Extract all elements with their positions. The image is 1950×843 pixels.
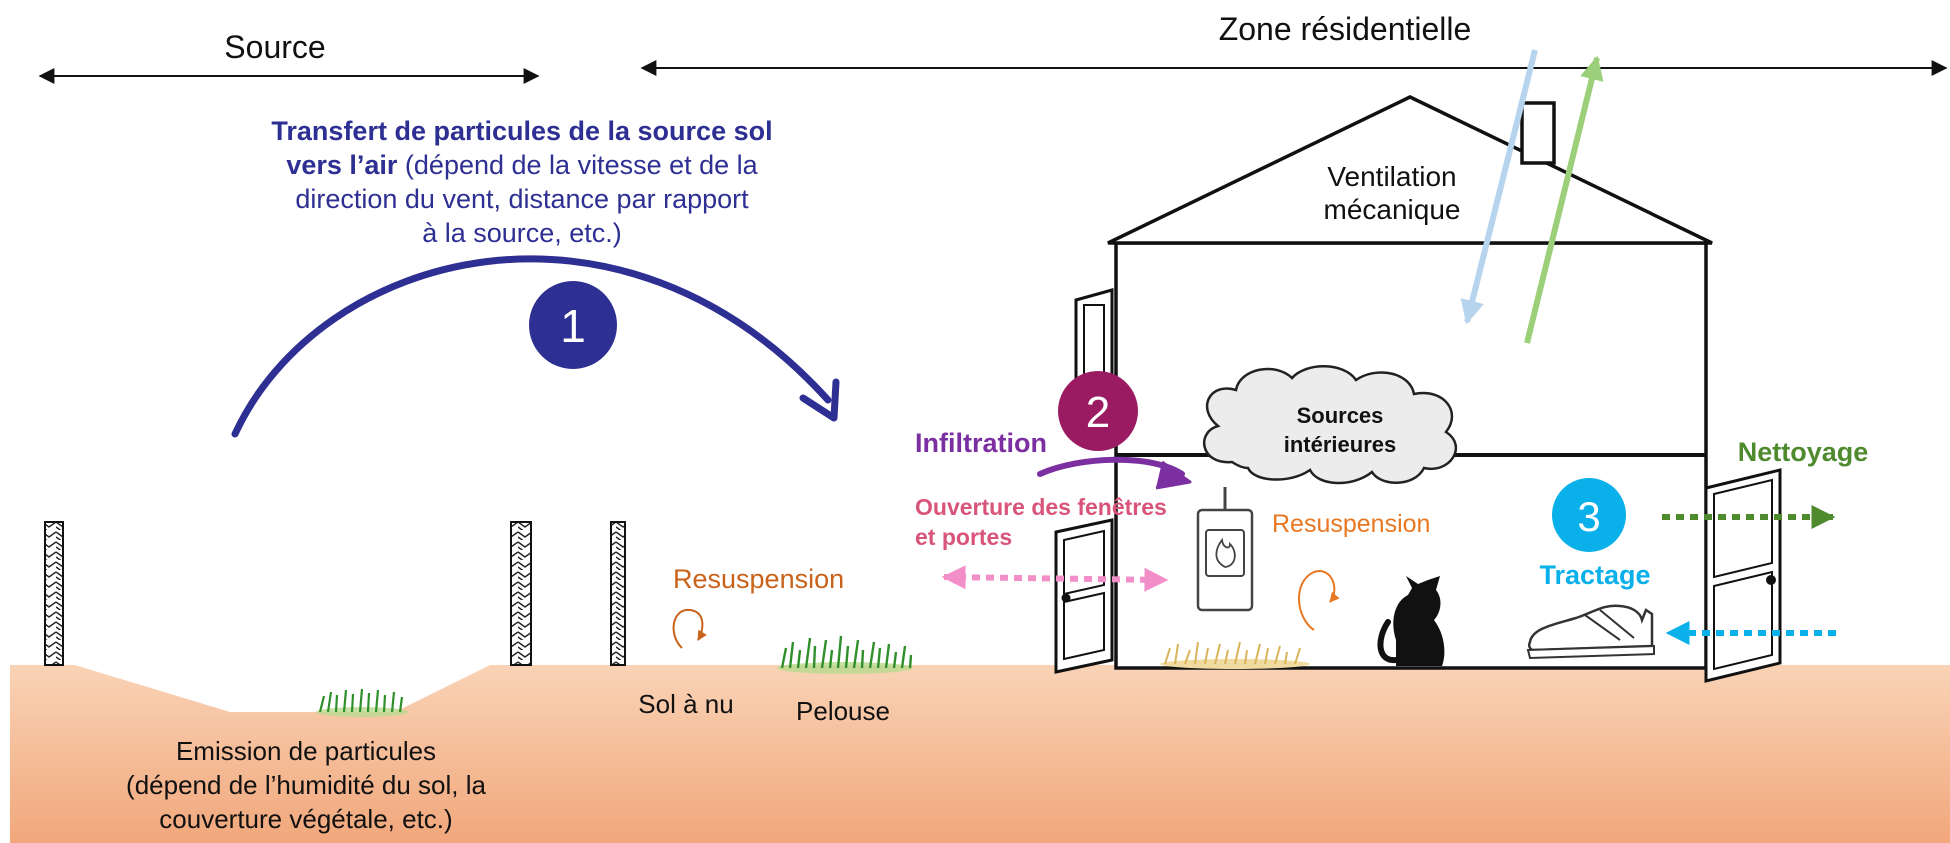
emission-line-1: Emission de particules: [176, 736, 436, 766]
ventilation-label-1: Ventilation: [1327, 161, 1456, 192]
indoor-sources-label-1: Sources: [1297, 403, 1384, 428]
residential-zone-label: Zone résidentielle: [1219, 11, 1472, 47]
fence-post-icon: [510, 521, 532, 666]
indoor-resuspension-label: Resuspension: [1272, 510, 1430, 538]
infiltration-label: Infiltration: [915, 428, 1047, 458]
pathway-1-badge: [529, 281, 617, 369]
emission-line-2: (dépend de l’humidité du sol, la: [126, 770, 486, 800]
dry-grass-icon: [1160, 641, 1310, 669]
ventilation-in-arrow: [1460, 49, 1538, 325]
resuspension-swirl-icon: [672, 608, 707, 649]
bare-soil-label: Sol à nu: [638, 689, 733, 719]
tracking-label: Tractage: [1539, 560, 1650, 590]
openings-label-2: et portes: [915, 524, 1012, 550]
ventilation-out-arrow: [1524, 55, 1604, 344]
soil-ground: [10, 665, 1950, 843]
pathway-3-badge: [1552, 478, 1626, 552]
transfer-title-line-2: vers l’air (dépend de la vitesse et de l…: [286, 150, 758, 180]
fence-post-icon: [44, 521, 64, 666]
transfer-arc-arrowhead: [799, 378, 840, 422]
stove-icon: [1196, 487, 1254, 612]
fence-post-icon: [610, 521, 626, 666]
pathway-2-badge: [1058, 371, 1138, 451]
shoe-icon: [1526, 604, 1655, 660]
transfer-title-line-1: Transfert de particules de la source sol: [271, 116, 772, 146]
transfer-arc-arrow: [231, 255, 832, 438]
door-icon: [1054, 518, 1114, 674]
cleaning-label: Nettoyage: [1738, 437, 1869, 467]
grass-icon: [316, 688, 408, 717]
openings-label-1: Ouverture des fenêtres: [915, 494, 1167, 520]
pathway-2-number: 2: [1086, 388, 1110, 437]
infiltration-arrowhead: [1155, 460, 1192, 490]
pathway-1-number: 1: [560, 300, 586, 352]
cat-icon: [1377, 576, 1445, 666]
cloud-icon: [1202, 365, 1458, 485]
lawn-label: Pelouse: [796, 696, 890, 726]
transfer-title-line-4: à la source, etc.): [422, 218, 622, 248]
emission-line-3: couverture végétale, etc.): [159, 804, 452, 834]
source-label: Source: [224, 29, 325, 65]
door-icon: [1704, 468, 1782, 683]
ventilation-label-2: mécanique: [1324, 194, 1461, 225]
transfer-title-line-3: direction du vent, distance par rapport: [295, 184, 749, 214]
ground-resuspension-label: Resuspension: [673, 564, 844, 594]
indoor-sources-label-2: intérieures: [1284, 432, 1397, 457]
openings-exchange-arrow: [941, 565, 1169, 592]
pathway-3-number: 3: [1577, 493, 1600, 540]
lawn-grass-icon: [777, 635, 913, 674]
indoor-resuspension-swirl-icon: [1298, 570, 1340, 631]
